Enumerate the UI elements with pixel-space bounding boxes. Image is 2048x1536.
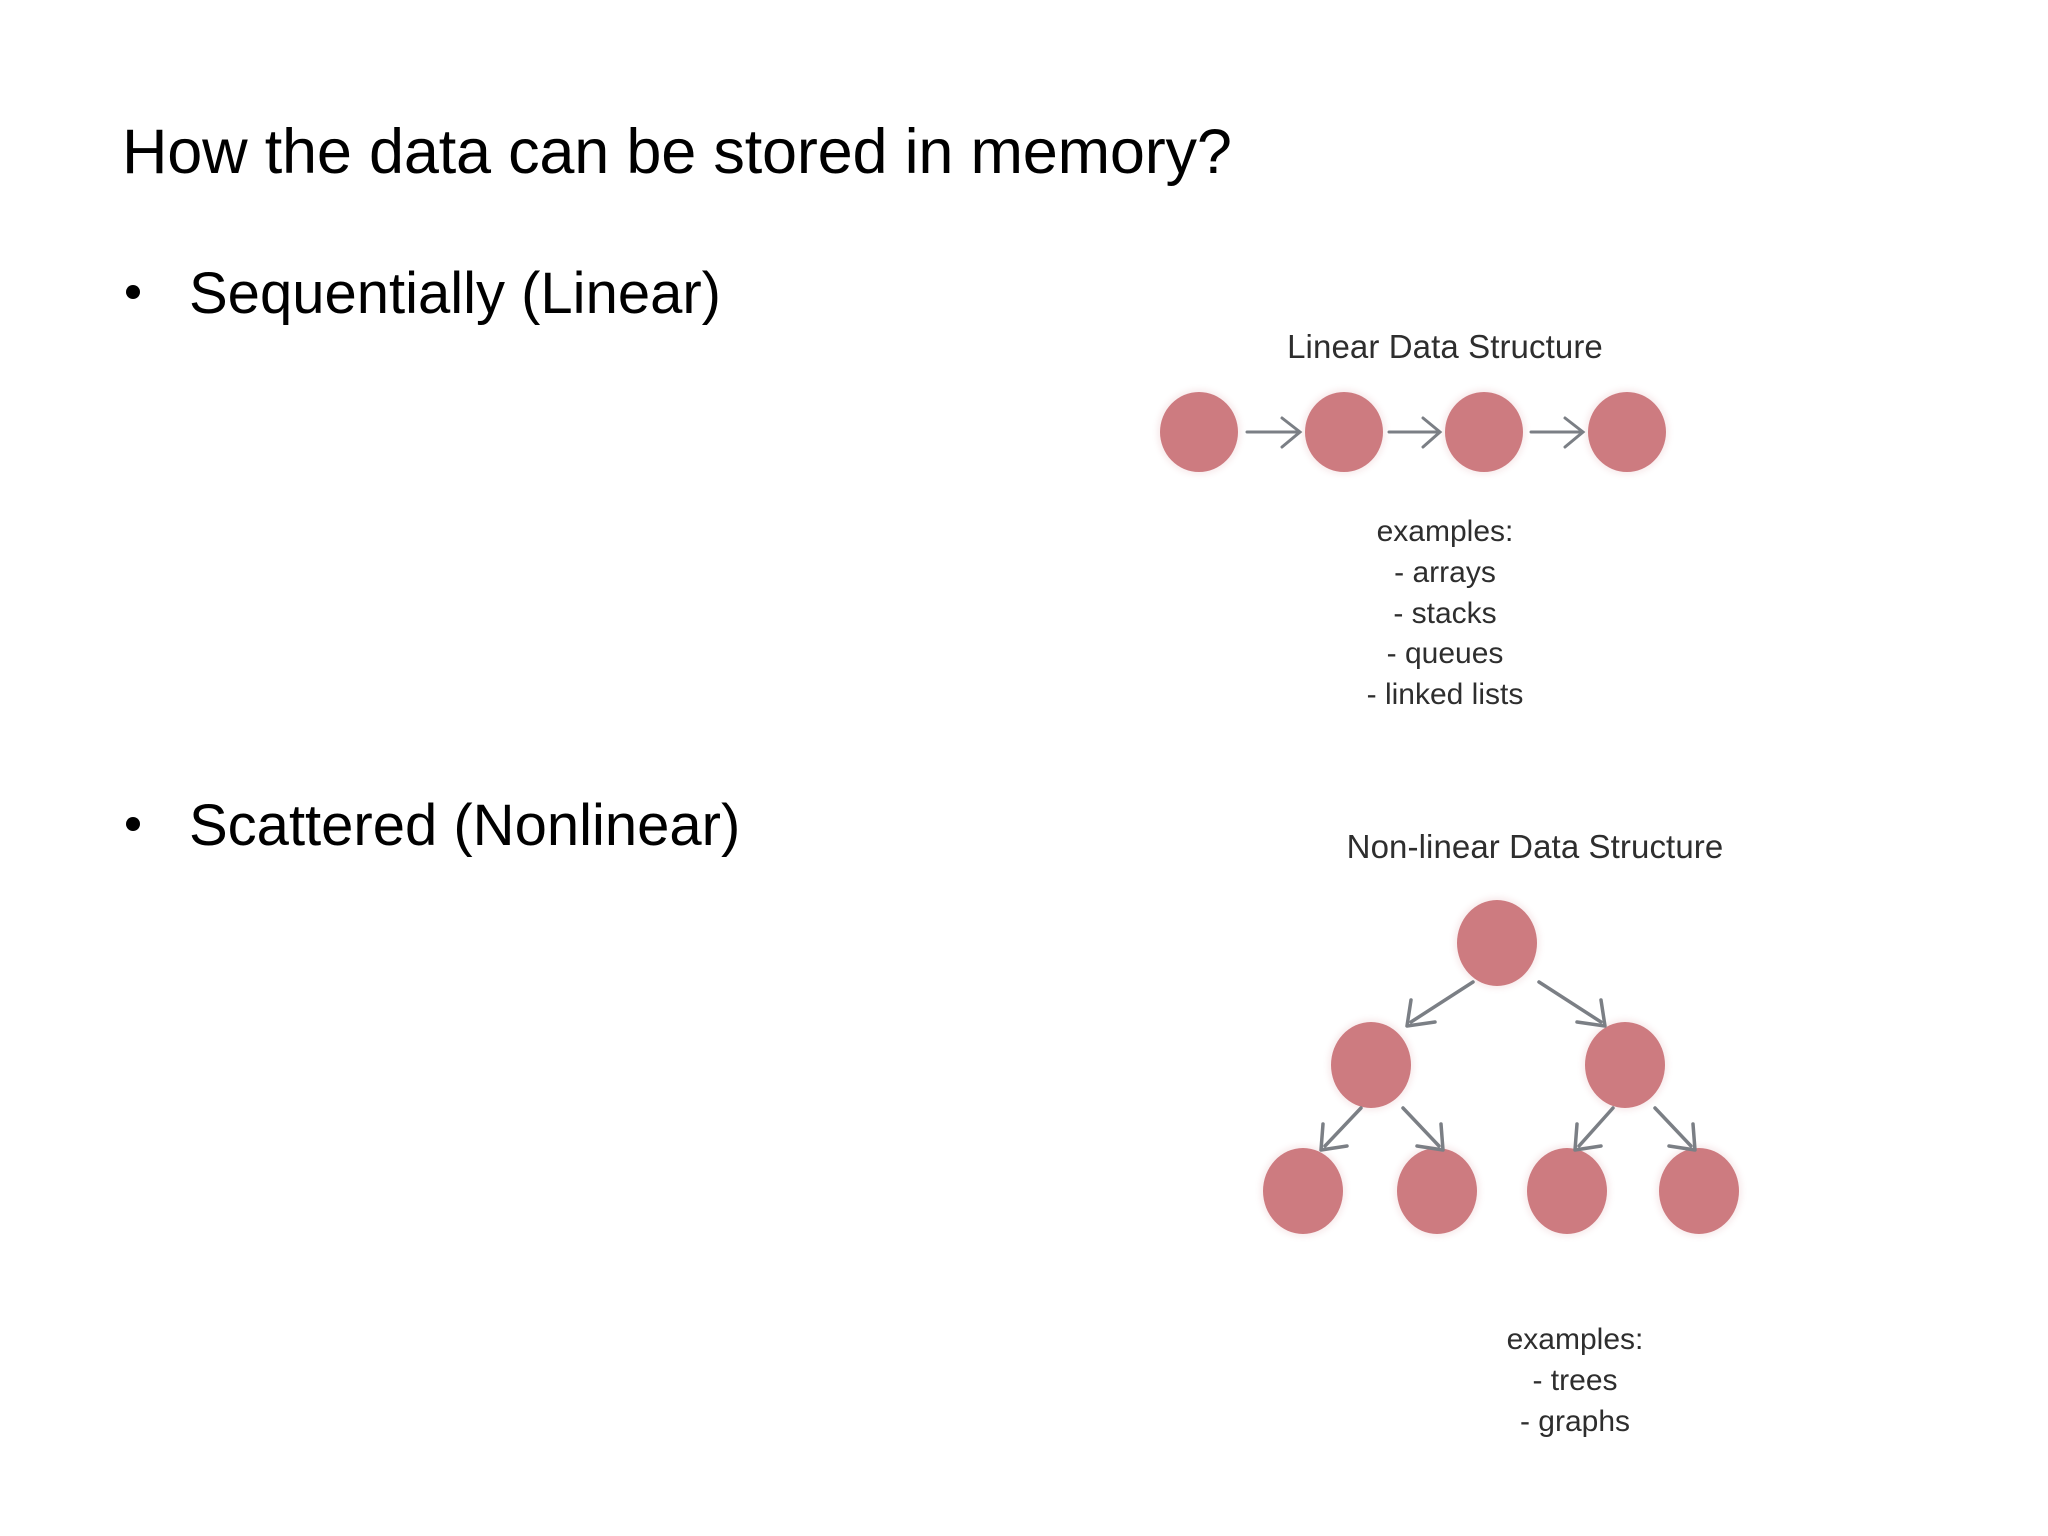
bullet-dot-icon: [126, 285, 140, 299]
example-item: - stacks: [1393, 596, 1497, 630]
page-title: How the data can be stored in memory?: [122, 117, 1232, 187]
linear-node: [1445, 392, 1523, 472]
bullet-dot-icon: [126, 817, 140, 831]
tree-node-leaf: [1659, 1148, 1739, 1234]
tree-node-root: [1457, 900, 1537, 986]
bullet-label-scattered: Scattered (Nonlinear): [189, 793, 741, 858]
examples-heading: examples:: [1376, 515, 1514, 548]
tree-node-leaf: [1397, 1148, 1477, 1234]
nonlinear-examples: examples: - trees - graphs: [1275, 1320, 1875, 1442]
linear-node: [1588, 392, 1666, 472]
example-item: - arrays: [1394, 555, 1496, 589]
linear-node: [1305, 392, 1383, 472]
tree-node-left: [1331, 1022, 1411, 1108]
tree-node-right: [1585, 1022, 1665, 1108]
list-item: Sequentially (Linear): [126, 261, 721, 326]
example-item: - linked lists: [1366, 678, 1524, 712]
tree-node-leaf: [1527, 1148, 1607, 1234]
example-item: - trees: [1532, 1363, 1618, 1397]
data-structure-figure: Linear Data Structure examples: - arrays…: [1135, 300, 1895, 1490]
bullet-label-sequentially: Sequentially (Linear): [189, 261, 721, 326]
linear-structure-heading: Linear Data Structure: [1287, 328, 1603, 365]
example-item: - queues: [1386, 637, 1504, 671]
example-item: - graphs: [1519, 1404, 1631, 1438]
examples-heading: examples:: [1506, 1323, 1644, 1356]
list-item: Scattered (Nonlinear): [126, 793, 741, 858]
tree-node-leaf: [1263, 1148, 1343, 1234]
nonlinear-structure-heading: Non-linear Data Structure: [1346, 828, 1724, 865]
linear-node: [1160, 392, 1238, 472]
linear-examples: examples: - arrays - stacks - queues - l…: [1145, 512, 1745, 716]
